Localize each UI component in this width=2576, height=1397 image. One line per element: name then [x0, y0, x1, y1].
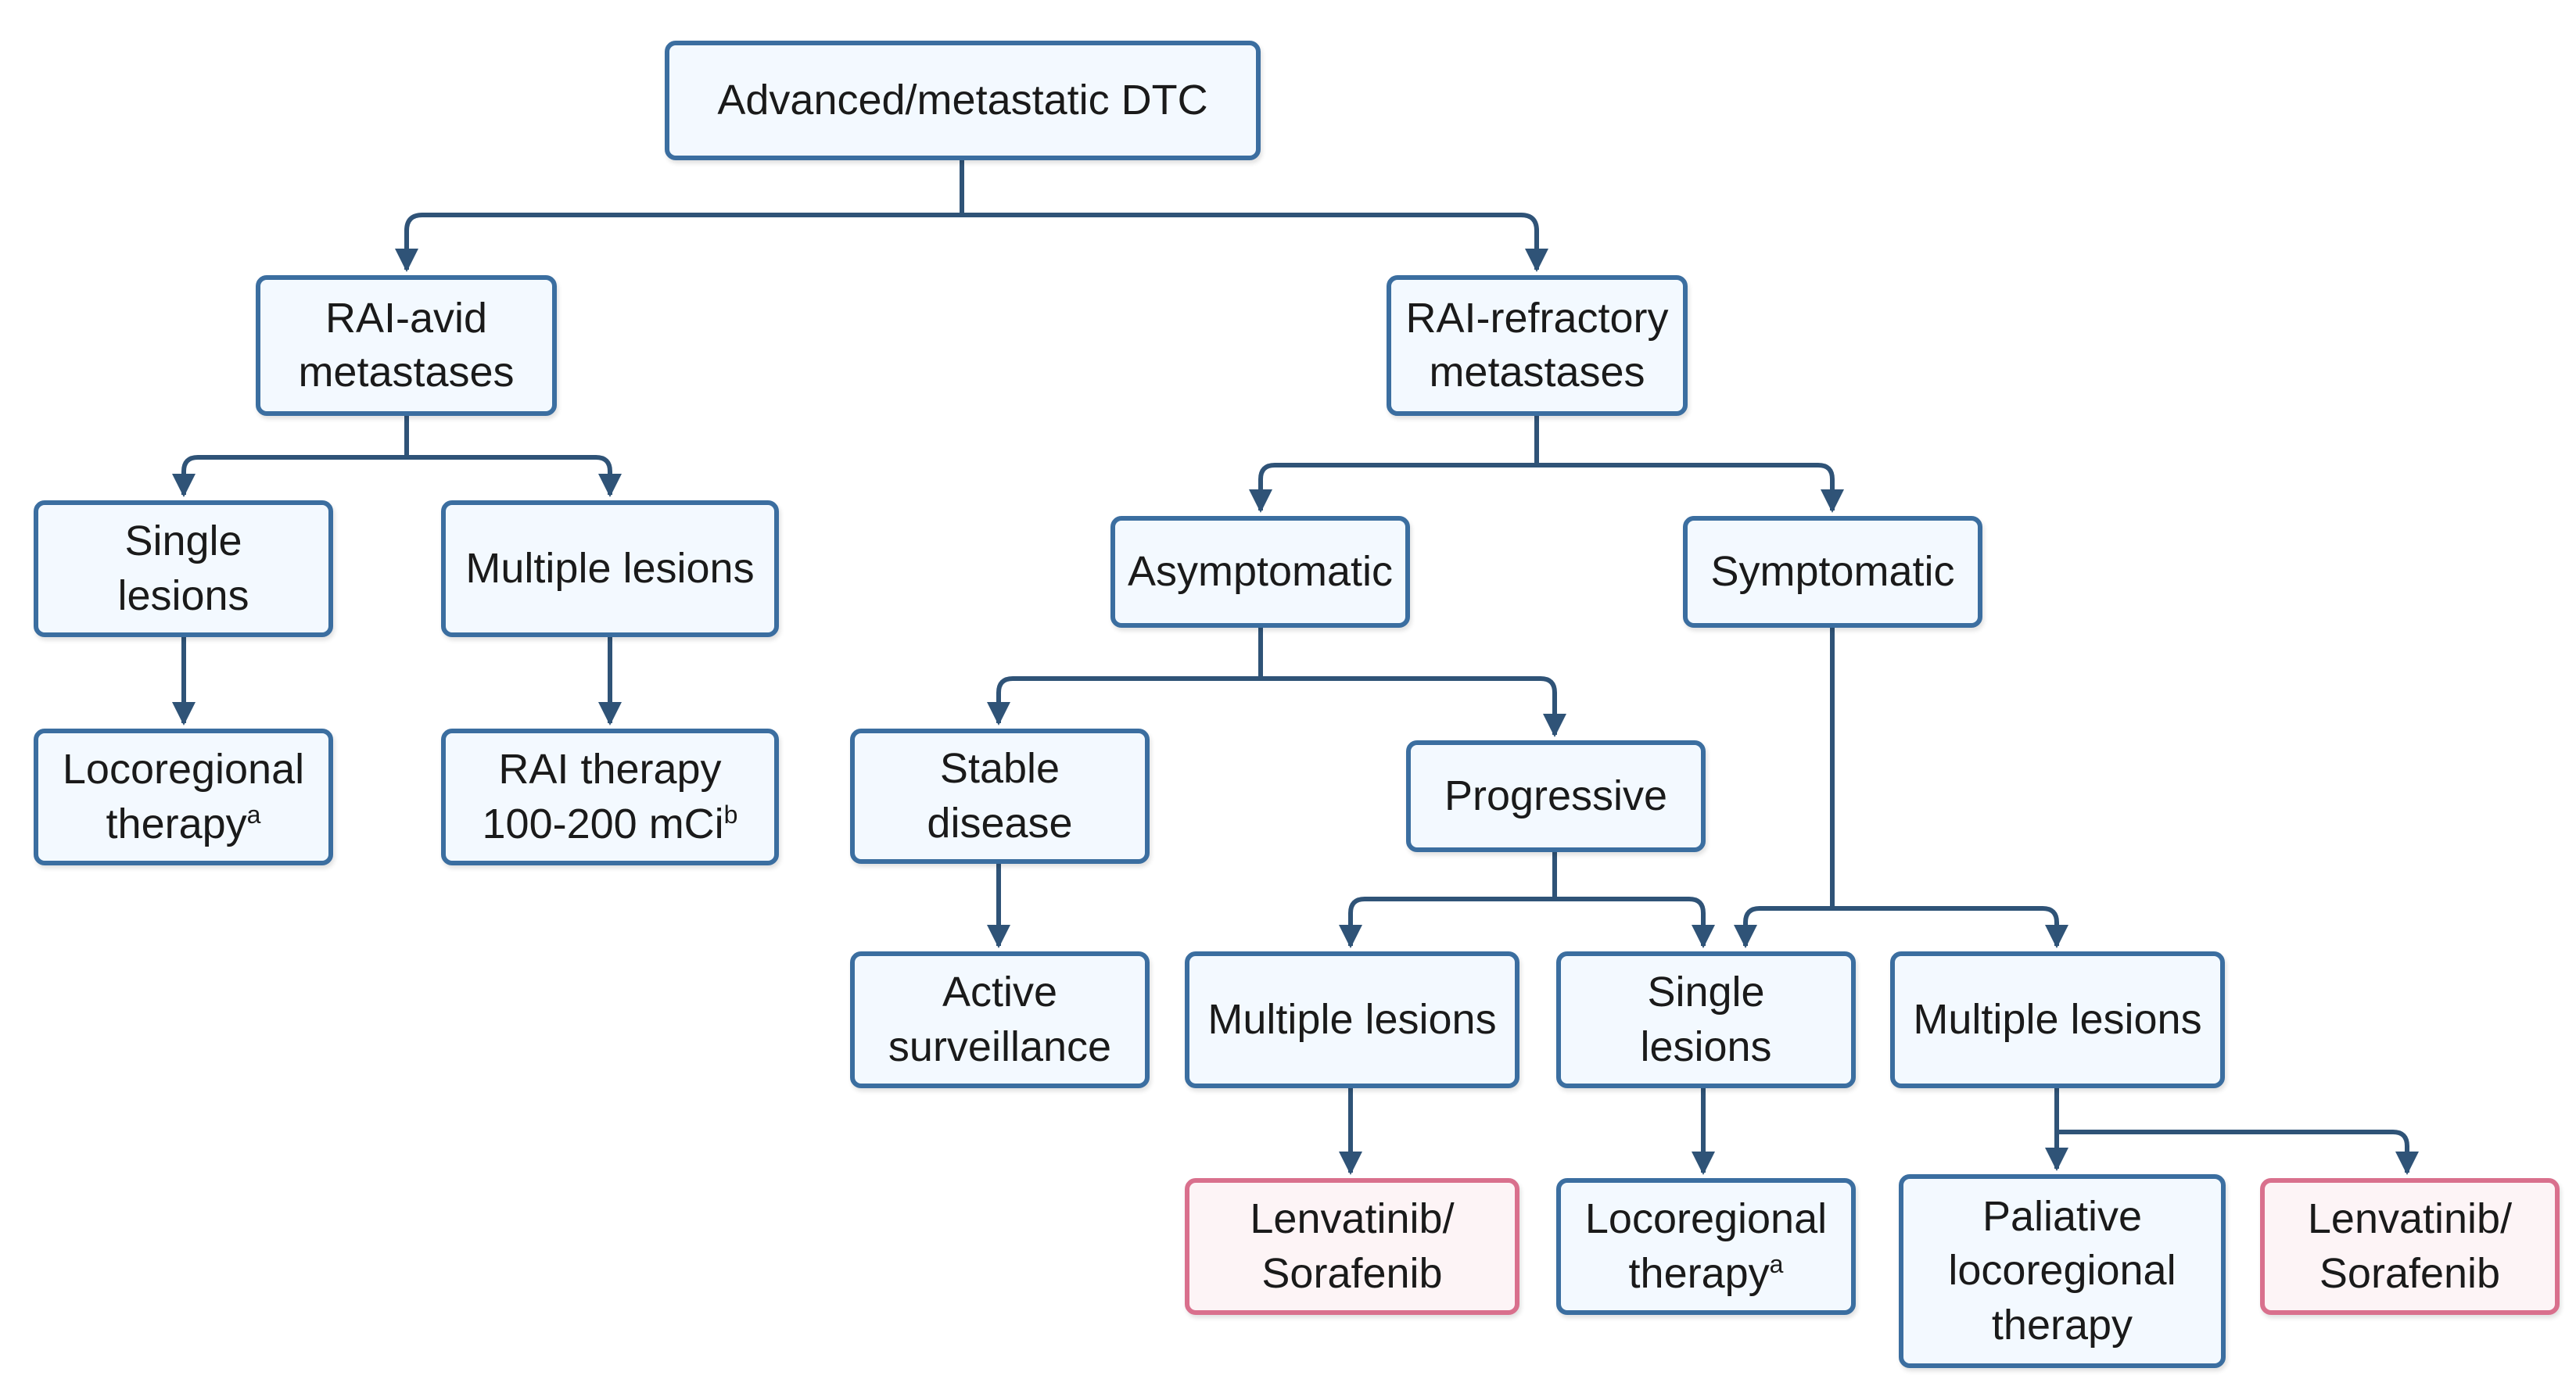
- node-rai-therapy: RAI therapy 100-200 mCib: [441, 729, 779, 865]
- node-label: Single lesions: [1640, 969, 1772, 1070]
- node-avid-locoregional-therapy: Locoregional therapya: [34, 729, 333, 865]
- node-label: Locoregional therapya: [1585, 1192, 1827, 1300]
- connector-sym-to-single: [1734, 906, 1832, 948]
- node-avid-multiple-lesions: Multiple lesions: [441, 500, 779, 637]
- node-label: Advanced/metastatic DTC: [717, 76, 1208, 124]
- connector-prog-to-single: [1555, 897, 1715, 948]
- node-label: RAI-avid metastases: [298, 294, 515, 396]
- node-label: Multiple lesions: [1207, 995, 1497, 1043]
- node-refractory-locoregional-therapy: Locoregional therapya: [1556, 1178, 1856, 1315]
- connector-asym-to-progressive: [1261, 676, 1566, 737]
- node-label: Single lesions: [117, 518, 249, 619]
- connector-avid-to-single: [172, 455, 407, 497]
- node-label: Stable disease: [927, 745, 1073, 847]
- node-lenvatinib-sorafenib-1: Lenvatinib/ Sorafenib: [1185, 1178, 1519, 1315]
- node-progressive-multiple-lesions: Multiple lesions: [1185, 951, 1519, 1088]
- node-rai-refractory-metastases: RAI-refractory metastases: [1387, 275, 1688, 416]
- node-avid-single-lesions: Single lesions: [34, 500, 333, 637]
- footnote-marker: b: [723, 800, 738, 829]
- node-label: Lenvatinib/ Sorafenib: [2307, 1195, 2513, 1297]
- node-label: Progressive: [1444, 772, 1668, 819]
- connector-avid-to-multiple: [407, 455, 622, 497]
- node-label-line2: therapy: [1628, 1249, 1770, 1297]
- connector-sym-to-multiple: [1832, 906, 2068, 948]
- node-active-surveillance: Active surveillance: [850, 951, 1150, 1088]
- footnote-marker: a: [246, 800, 261, 829]
- node-label-line2: therapy: [106, 800, 247, 847]
- connector-asym-to-stable: [987, 676, 1261, 725]
- node-lenvatinib-sorafenib-2: Lenvatinib/ Sorafenib: [2260, 1178, 2560, 1315]
- node-label: Multiple lesions: [465, 544, 755, 592]
- node-progressive: Progressive: [1406, 740, 1706, 852]
- node-advanced-metastatic-dtc: Advanced/metastatic DTC: [665, 41, 1261, 160]
- node-label-line1: Locoregional: [1584, 1195, 1828, 1243]
- connector-root-to-refractory: [962, 213, 1548, 272]
- node-label: Locoregional therapya: [63, 743, 304, 851]
- node-symptomatic: Symptomatic: [1683, 516, 1982, 628]
- connector-refractory-to-symptomatic: [1537, 463, 1844, 513]
- node-rai-avid-metastases: RAI-avid metastases: [256, 275, 557, 416]
- connector-refractory-to-asymptomatic: [1249, 463, 1537, 513]
- node-symptomatic-multiple-lesions: Multiple lesions: [1890, 951, 2225, 1088]
- node-paliative-locoregional-therapy: Paliative locoregional therapy: [1899, 1174, 2226, 1368]
- node-label: Active surveillance: [888, 969, 1112, 1070]
- node-refractory-single-lesions: Single lesions: [1556, 951, 1856, 1088]
- footnote-marker: a: [1769, 1249, 1784, 1278]
- node-label-line1: Locoregional: [62, 746, 305, 793]
- node-label: Multiple lesions: [1913, 995, 2202, 1043]
- node-stable-disease: Stable disease: [850, 729, 1150, 864]
- node-label: RAI-refractory metastases: [1405, 294, 1669, 396]
- node-label-line2: 100-200 mCi: [482, 800, 724, 847]
- node-label: Symptomatic: [1710, 547, 1955, 595]
- node-label: Lenvatinib/ Sorafenib: [1250, 1195, 1455, 1297]
- node-asymptomatic: Asymptomatic: [1110, 516, 1410, 628]
- connector-prog-to-multiple: [1339, 897, 1555, 948]
- connector-symmultiple-to-lenvatinib: [2057, 1130, 2419, 1175]
- node-label-line1: RAI therapy: [498, 746, 722, 793]
- connector-root-to-avid: [395, 213, 962, 272]
- node-label: Asymptomatic: [1127, 547, 1394, 595]
- node-label: RAI therapy 100-200 mCib: [483, 743, 738, 851]
- node-label: Paliative locoregional therapy: [1948, 1193, 2176, 1349]
